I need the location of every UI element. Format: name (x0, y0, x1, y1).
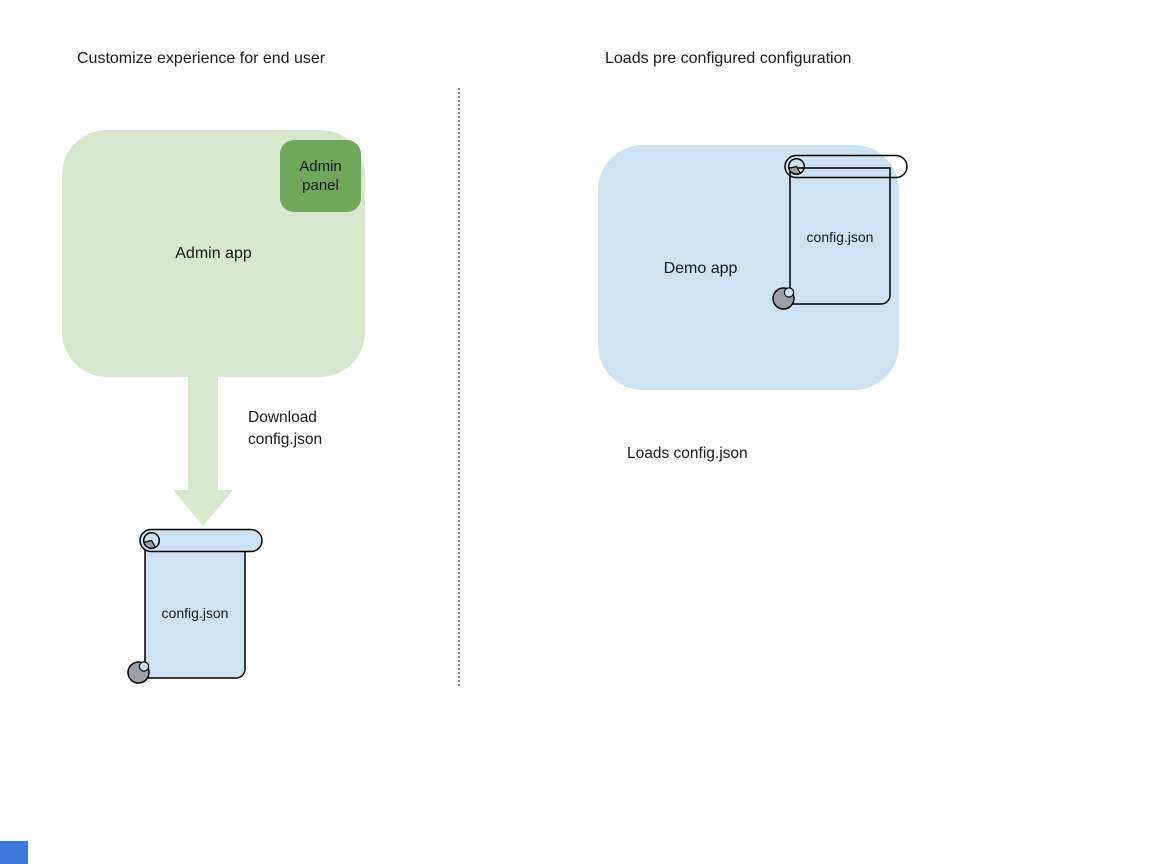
loads-caption: Loads config.json (627, 445, 748, 462)
config-scroll-right-label: config.json (806, 229, 874, 245)
corner-accent-square (0, 841, 28, 864)
admin-panel-box: Admin panel (280, 140, 361, 212)
download-caption: Download config.json (248, 409, 323, 448)
demo-app-label: Demo app (663, 260, 738, 277)
left-section-title: Customize experience for end user (77, 50, 326, 67)
admin-panel-label: Admin panel (299, 158, 342, 194)
config-scroll-left-label: config.json (161, 605, 229, 621)
admin-app-label: Admin app (175, 244, 252, 262)
section-divider (458, 88, 460, 686)
download-arrow-icon (173, 377, 233, 526)
right-section-title: Loads pre configured configuration (605, 50, 852, 67)
